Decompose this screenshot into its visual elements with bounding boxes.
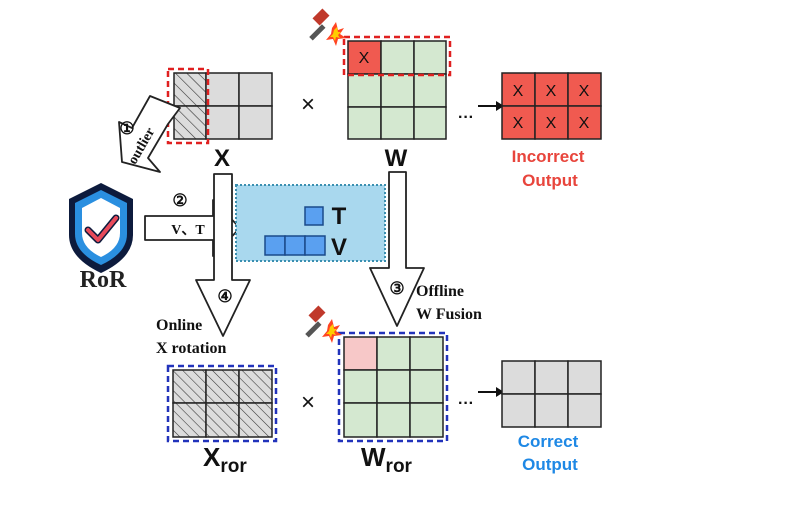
w-ror-label: Wror: [361, 442, 413, 477]
w-matrix: [342, 35, 452, 140]
x-ror-label: Xror: [203, 442, 247, 477]
w-cell-x: X: [359, 50, 370, 67]
incorrect-label-line1: Incorrect: [512, 147, 585, 166]
step4-marker: ④: [217, 287, 232, 306]
ror-logo-text: RoR: [80, 267, 127, 293]
out-cell-x-4: X: [513, 115, 524, 132]
offline-label-line1: Offline: [416, 283, 464, 300]
multiply-sign-top: ×: [301, 91, 315, 118]
x-matrix: [166, 67, 273, 145]
out-cell-x-3: X: [579, 83, 590, 100]
x-down-arrow: [195, 173, 251, 337]
hammer-spark-icon: [309, 8, 346, 46]
v-square-2: [284, 235, 306, 256]
v-square-1: [264, 235, 286, 256]
ror-shield-icon: [69, 183, 133, 273]
out-cell-x-5: X: [546, 115, 557, 132]
ellipsis-top: ···: [458, 109, 474, 126]
w-label: W: [385, 145, 408, 172]
correct-output-matrix: [501, 360, 602, 428]
step3-marker: ③: [389, 279, 404, 298]
online-label-line2: X rotation: [156, 340, 226, 357]
w-ror-matrix: [337, 331, 449, 443]
outlier-arrow: [118, 95, 181, 173]
online-label-line1: Online: [156, 317, 202, 334]
outlier-row-highlight: [342, 35, 452, 77]
t-label: T: [332, 203, 347, 230]
out-cell-x-2: X: [546, 83, 557, 100]
x-label: X: [214, 145, 230, 172]
incorrect-output-matrix: [501, 72, 602, 140]
t-square: [304, 206, 324, 226]
vt-label: V、T: [171, 223, 205, 238]
correct-label-line1: Correct: [518, 432, 579, 451]
x-ror-matrix: [166, 364, 278, 443]
v-label: V: [331, 234, 347, 261]
out-cell-x-1: X: [513, 83, 524, 100]
step1-marker: ①: [119, 119, 134, 138]
incorrect-label-line2: Output: [522, 171, 578, 190]
offline-label-line2: W Fusion: [416, 306, 482, 323]
step2-marker: ②: [172, 191, 187, 210]
w-down-arrow: [369, 171, 425, 327]
multiply-sign-bottom: ×: [301, 389, 315, 416]
hammer-spark-icon-bottom: [305, 305, 342, 343]
ellipsis-bottom: ···: [458, 395, 474, 412]
correct-label-line2: Output: [522, 455, 578, 474]
tv-box: [235, 184, 386, 262]
out-cell-x-6: X: [579, 115, 590, 132]
v-square-3: [304, 235, 326, 256]
